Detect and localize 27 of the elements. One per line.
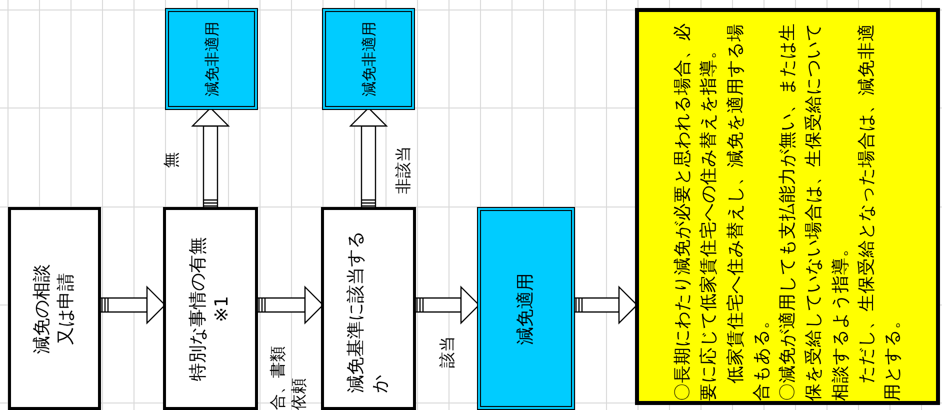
block-arrow: [572, 286, 638, 324]
note-text: 低家賃住宅へ住み替えし、減免を適用する場合もある。: [724, 22, 772, 400]
note-label: 合、書類依頼: [268, 345, 309, 410]
result-box: [165, 8, 258, 110]
process-box: [8, 207, 101, 410]
box-label: 減免の相談又は申請: [30, 264, 78, 354]
box-label: 減免非適用: [358, 20, 378, 98]
note-box: [635, 8, 940, 405]
block-arrow: [98, 286, 166, 324]
box-label: 減免非適用: [201, 20, 222, 98]
block-arrow: [255, 286, 324, 324]
edge-label: 該当: [438, 336, 458, 368]
box-label: 減免適用: [514, 272, 537, 347]
box-label: 特別な事情の有無※1: [186, 236, 234, 383]
edge-label: 無: [162, 152, 182, 168]
block-arrow: [192, 107, 230, 210]
edge-label: 非該当: [394, 146, 414, 194]
block-arrow: [413, 286, 480, 324]
result-box: [477, 207, 575, 410]
note-text: 〇長期にわたり減免が必要と思われる場合、必要に応じて低家賃住宅への住み替えを指導。: [671, 22, 720, 400]
process-box: [163, 207, 258, 410]
result-box: [322, 8, 415, 110]
note-text: 〇減免が適用しても支払能力が無い、または生保を受給していない場合は、生保受給について相談するよう指導。: [776, 22, 851, 400]
note-text: ただし、生保受給となった場合は、減免非適用とする。: [855, 22, 904, 400]
box-label: 減免基準に該当するか: [344, 230, 392, 392]
process-box: [321, 207, 416, 410]
block-arrow: [350, 107, 388, 210]
